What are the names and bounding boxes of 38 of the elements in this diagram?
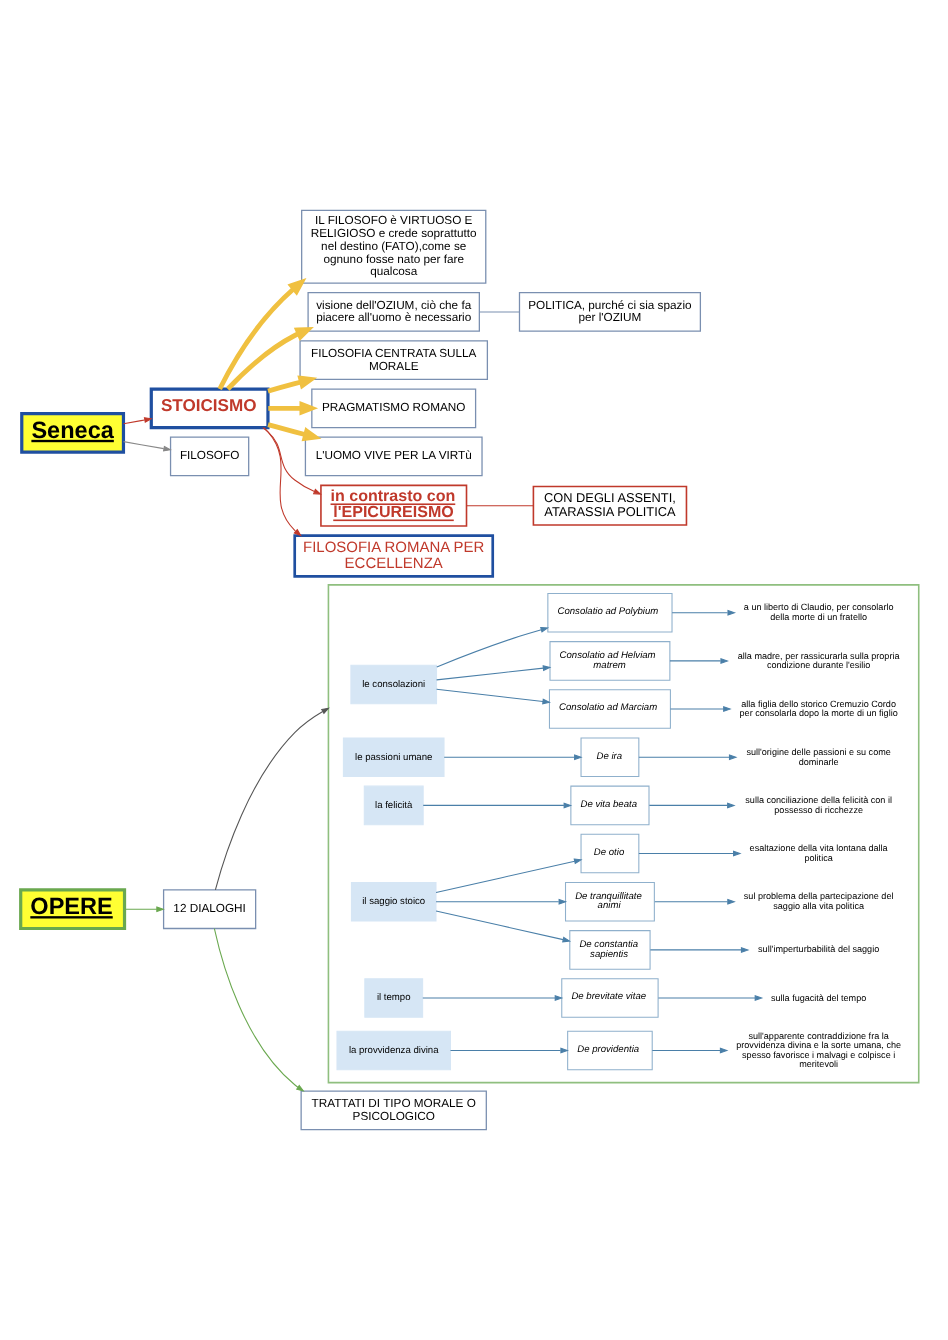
arrow	[669, 706, 732, 713]
arrow	[435, 858, 583, 893]
arrow	[649, 946, 750, 953]
arrow	[449, 1047, 569, 1054]
arrow	[214, 707, 330, 891]
arrow	[226, 327, 314, 391]
arrow	[213, 928, 305, 1092]
arrow	[123, 417, 153, 425]
connector	[466, 505, 534, 507]
arrow	[654, 898, 736, 905]
arrow	[123, 441, 172, 452]
arrow	[262, 427, 322, 495]
arrow	[671, 609, 737, 616]
node-box: STOICISMO	[149, 387, 270, 430]
arrow	[422, 802, 573, 809]
arrow	[217, 278, 307, 391]
arrow	[648, 802, 736, 809]
connector	[478, 311, 520, 313]
arrow	[263, 427, 302, 537]
arrow	[267, 422, 322, 442]
arrow	[268, 400, 319, 416]
arrow	[435, 898, 568, 905]
node-box: Seneca	[20, 412, 126, 454]
arrow	[436, 665, 552, 681]
arrow	[657, 995, 764, 1002]
arrow	[638, 850, 742, 857]
arrow	[435, 910, 572, 943]
arrow	[651, 1047, 729, 1054]
arrow	[443, 754, 583, 761]
arrow	[422, 995, 564, 1002]
node-box: OPERE	[19, 888, 127, 931]
arrow	[124, 906, 165, 913]
arrow	[267, 375, 318, 394]
arrow	[436, 688, 551, 705]
arrow	[436, 626, 550, 668]
arrow	[638, 754, 738, 761]
cluster	[327, 584, 920, 1084]
arrow	[669, 657, 729, 664]
